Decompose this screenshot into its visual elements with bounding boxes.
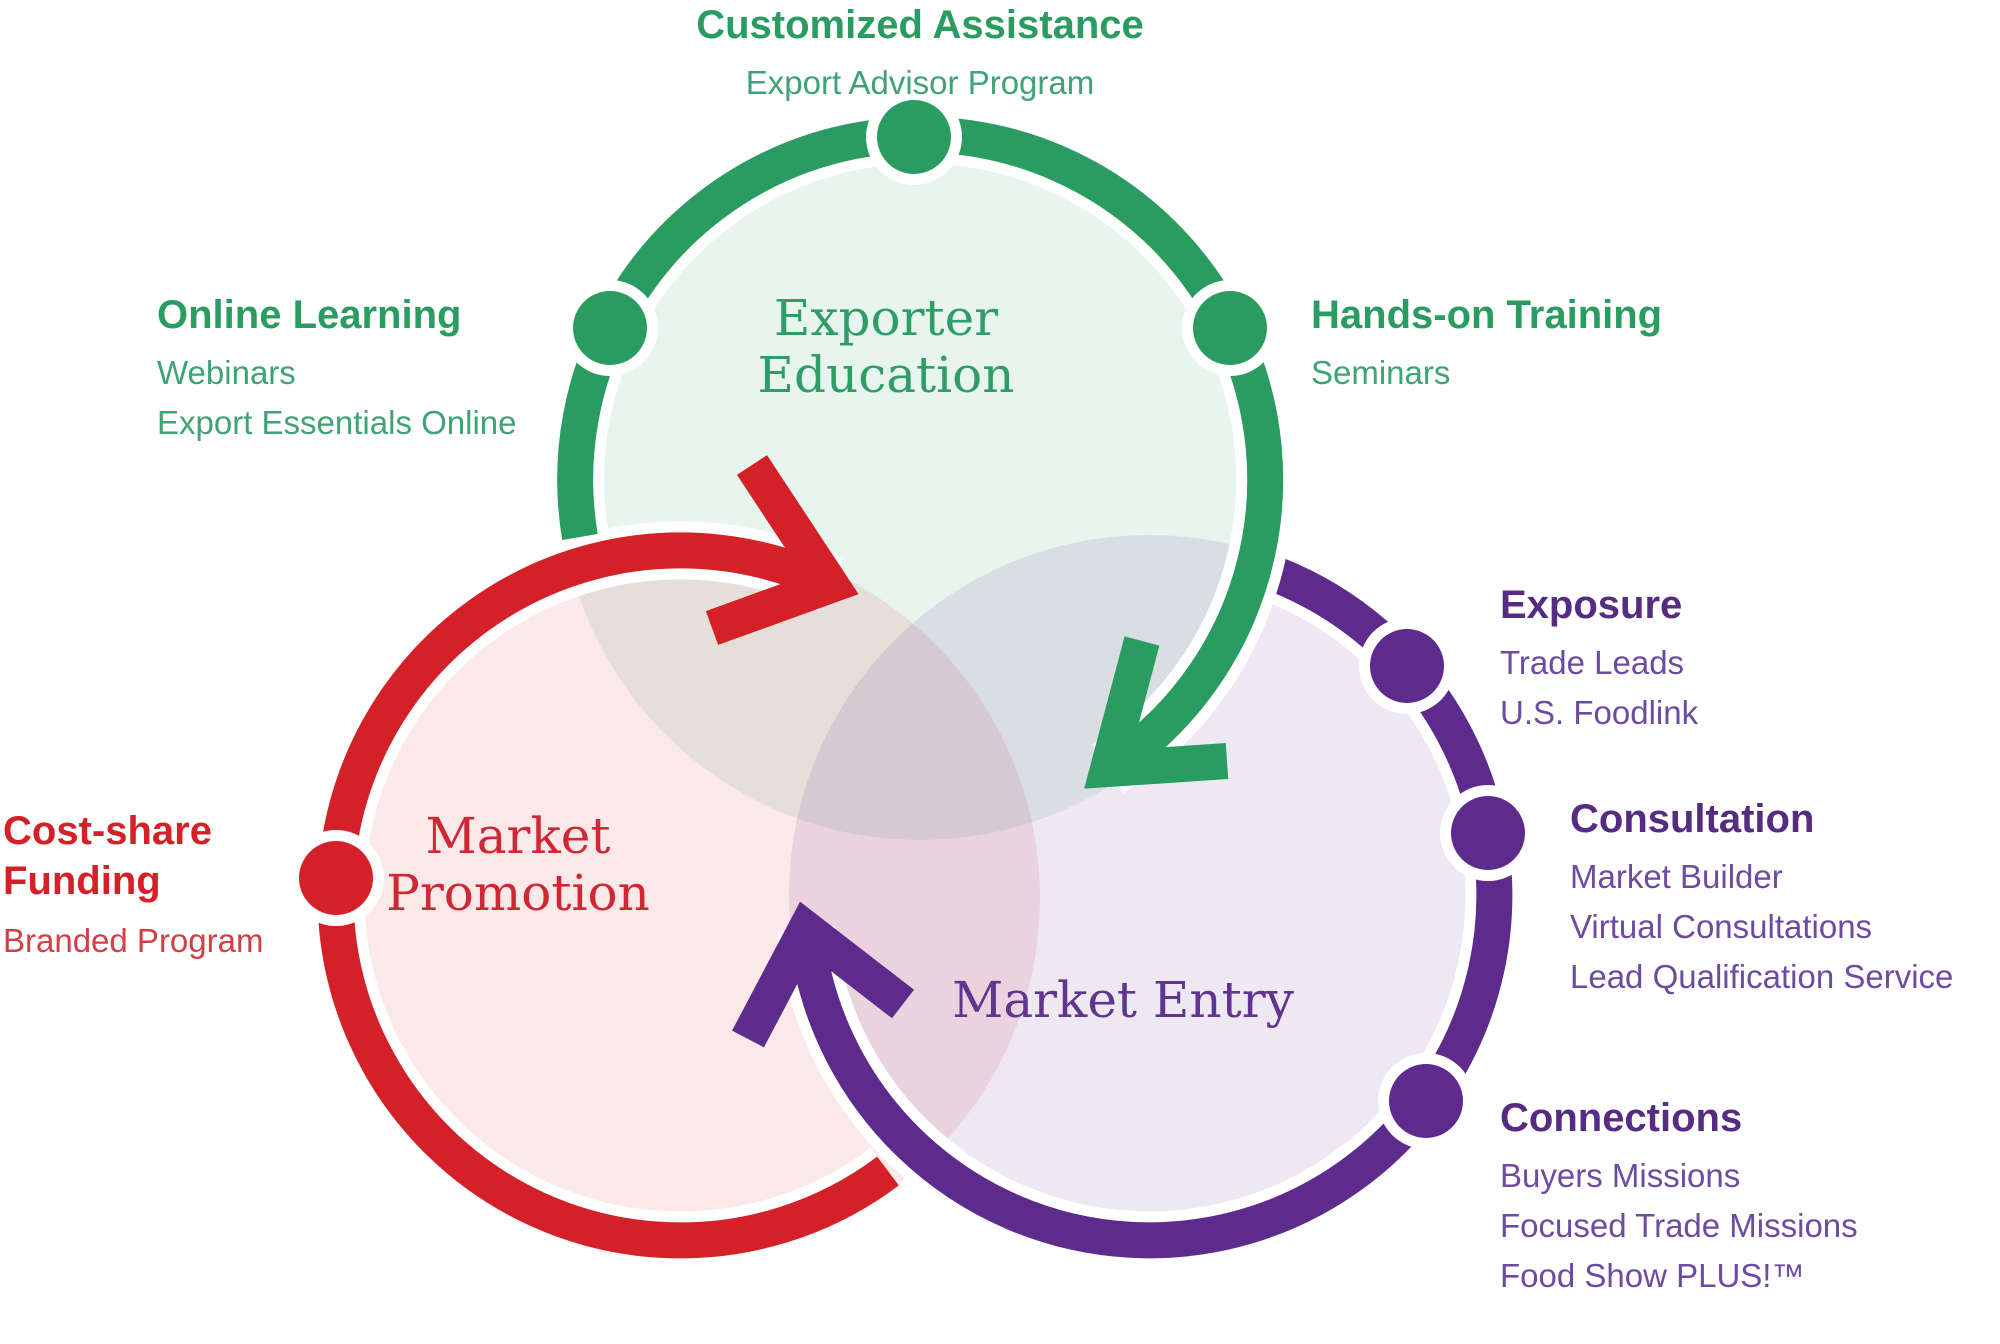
market-promotion-title: Market Promotion xyxy=(268,808,768,922)
consultation-item: Virtual Consultations xyxy=(1570,908,1873,945)
market-entry-title-line: Market Entry xyxy=(952,971,1294,1029)
dot-cost-share-funding xyxy=(299,841,373,915)
market-promotion-title-line2: Promotion xyxy=(386,864,650,922)
market-entry-ring-group xyxy=(732,547,1524,1270)
ring-dots xyxy=(288,89,1536,1149)
cost-share-funding-heading-line1: Cost-share xyxy=(3,809,212,853)
cost-share-funding-item: Branded Program xyxy=(3,922,264,959)
exporter-education-title-line2: Education xyxy=(757,346,1015,404)
connections-item: Buyers Missions xyxy=(1500,1157,1741,1194)
dot-customized-assistance xyxy=(877,100,951,174)
connections-heading: Connections xyxy=(1500,1096,1743,1140)
consultation-item: Lead Qualification Service xyxy=(1570,958,1954,995)
online-learning-item: Export Essentials Online xyxy=(157,404,517,441)
cost-share-funding-heading-line2: Funding xyxy=(3,859,161,903)
label-consultation: Consultation Market Builder Virtual Cons… xyxy=(1570,796,1953,1002)
label-exposure: Exposure Trade Leads U.S. Foodlink xyxy=(1500,582,1698,738)
label-connections: Connections Buyers Missions Focused Trad… xyxy=(1500,1095,1858,1301)
hands-on-training-heading: Hands-on Training xyxy=(1311,293,1663,337)
market-promotion-arrowhead xyxy=(705,455,859,645)
customized-assistance-item: Export Advisor Program xyxy=(745,64,1095,101)
customized-assistance-heading: Customized Assistance xyxy=(696,3,1144,47)
market-entry-title: Market Entry xyxy=(873,972,1373,1029)
dot-consultation xyxy=(1451,796,1525,870)
dot-hands-on-training xyxy=(1193,291,1267,365)
label-online-learning: Online Learning Webinars Export Essentia… xyxy=(157,292,517,448)
dot-online-learning xyxy=(573,291,647,365)
exporter-education-title: Exporter Education xyxy=(586,290,1186,404)
market-promotion-title-line1: Market xyxy=(425,807,611,865)
consultation-item: Market Builder xyxy=(1570,858,1783,895)
dot-connections xyxy=(1389,1064,1463,1138)
hands-on-training-item: Seminars xyxy=(1311,354,1451,391)
dot-exposure xyxy=(1370,629,1444,703)
exporter-education-fill xyxy=(560,120,1280,840)
exposure-item: Trade Leads xyxy=(1500,644,1685,681)
exposure-item: U.S. Foodlink xyxy=(1500,694,1699,731)
exporter-education-arrowhead xyxy=(1084,636,1229,789)
connections-item: Focused Trade Missions xyxy=(1500,1207,1858,1244)
exposure-heading: Exposure xyxy=(1500,583,1683,627)
label-cost-share-funding: Cost-share Funding Branded Program xyxy=(3,806,263,966)
market-entry-arrowhead xyxy=(732,901,915,1048)
online-learning-heading: Online Learning xyxy=(157,293,462,337)
market-promotion-ring-group xyxy=(306,455,906,1270)
online-learning-item: Webinars xyxy=(157,354,296,391)
label-hands-on-training: Hands-on Training Seminars xyxy=(1311,292,1662,398)
label-customized-assistance: Customized Assistance Export Advisor Pro… xyxy=(620,2,1220,108)
connections-item: Food Show PLUS!™ xyxy=(1500,1257,1805,1294)
consultation-heading: Consultation xyxy=(1570,797,1815,841)
exporter-education-title-line1: Exporter xyxy=(773,289,999,347)
market-entry-fill xyxy=(789,535,1509,1255)
market-entry-ring-arc xyxy=(788,557,1513,1259)
market-promotion-ring-arc xyxy=(317,532,899,1259)
